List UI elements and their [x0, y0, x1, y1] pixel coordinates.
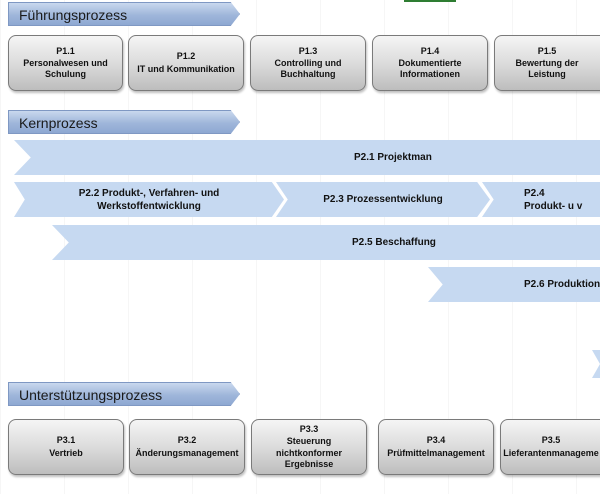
- process-chevron-partial: [592, 350, 600, 378]
- process-code: P3.1: [56, 435, 76, 446]
- process-label: Dokumentierte Informationen: [398, 57, 462, 80]
- process-label: P2.3 Prozessentwicklung: [323, 194, 443, 205]
- process-label: Vertrieb: [49, 447, 83, 458]
- process-code: P1.2: [176, 51, 196, 62]
- process-box-p3-3[interactable]: P3.3 Steuerung nichtkonformer Ergebnisse: [251, 419, 367, 475]
- process-chevron-p2-2[interactable]: P2.2 Produkt-, Verfahren- und Werkstoffe…: [14, 182, 284, 217]
- process-code: P3.4: [426, 435, 446, 446]
- section-header-fuehrungsprozess: Führungsprozess: [8, 2, 240, 26]
- process-label: Änderungsmanagement: [135, 447, 239, 458]
- process-label: P2.1 Projektman: [354, 152, 432, 163]
- process-box-p3-2[interactable]: P3.2 Änderungsmanagement: [129, 419, 245, 475]
- cell-selection-marker: [404, 0, 456, 2]
- process-label: Bewertung der Leistung: [515, 57, 579, 80]
- process-box-p3-4[interactable]: P3.4 Prüfmittelmanagement: [378, 419, 494, 475]
- process-label: Steuerung nichtkonformer Ergebnisse: [275, 436, 342, 469]
- process-box-p3-1[interactable]: P3.1 Vertrieb: [8, 419, 124, 475]
- process-box-p1-3[interactable]: P1.3 Controlling und Buchhaltung: [250, 35, 366, 91]
- process-label: Personalwesen und Schulung: [23, 57, 108, 80]
- process-chevron-p2-6[interactable]: P2.6 Produktion: [428, 267, 600, 302]
- process-label: P2.2 Produkt-, Verfahren- und Werkstoffe…: [78, 187, 220, 212]
- process-chevron-p2-5[interactable]: P2.5 Beschaffung: [52, 225, 600, 260]
- process-box-p1-2[interactable]: P1.2 IT und Kommunikation: [128, 35, 244, 91]
- process-label: IT und Kommunikation: [137, 63, 235, 74]
- process-box-p3-5[interactable]: P3.5 Lieferantenmanageme: [500, 419, 600, 475]
- process-code: P1.3: [298, 45, 318, 56]
- process-label: Controlling und Buchhaltung: [274, 57, 342, 80]
- process-code: P3.2: [177, 435, 197, 446]
- process-code: P1.4: [420, 45, 440, 56]
- process-code: P3.3: [299, 424, 319, 434]
- process-label: Prüfmittelmanagement: [387, 447, 485, 458]
- process-box-p1-1[interactable]: P1.1 Personalwesen und Schulung: [8, 35, 123, 91]
- process-label: P2.4 Produkt- u v: [524, 187, 583, 212]
- process-label: Lieferantenmanageme: [503, 447, 599, 458]
- process-chevron-p2-1[interactable]: P2.1 Projektman: [14, 140, 600, 175]
- process-code: P3.5: [541, 435, 561, 446]
- section-header-unterstuetzungsprozess: Unterstützungsprozess: [8, 382, 240, 406]
- process-label: P2.6 Produktion: [524, 279, 600, 290]
- process-label: P2.5 Beschaffung: [352, 237, 436, 248]
- process-chevron-p2-3[interactable]: P2.3 Prozessentwicklung: [276, 182, 490, 217]
- process-box-p1-5[interactable]: P1.5 Bewertung der Leistung: [494, 35, 600, 91]
- process-box-p1-4[interactable]: P1.4 Dokumentierte Informationen: [372, 35, 488, 91]
- process-code: P1.5: [537, 45, 557, 56]
- process-chevron-p2-4[interactable]: P2.4 Produkt- u v: [482, 182, 600, 217]
- process-code: P1.1: [56, 45, 75, 56]
- section-header-kernprozess: Kernprozess: [8, 110, 240, 134]
